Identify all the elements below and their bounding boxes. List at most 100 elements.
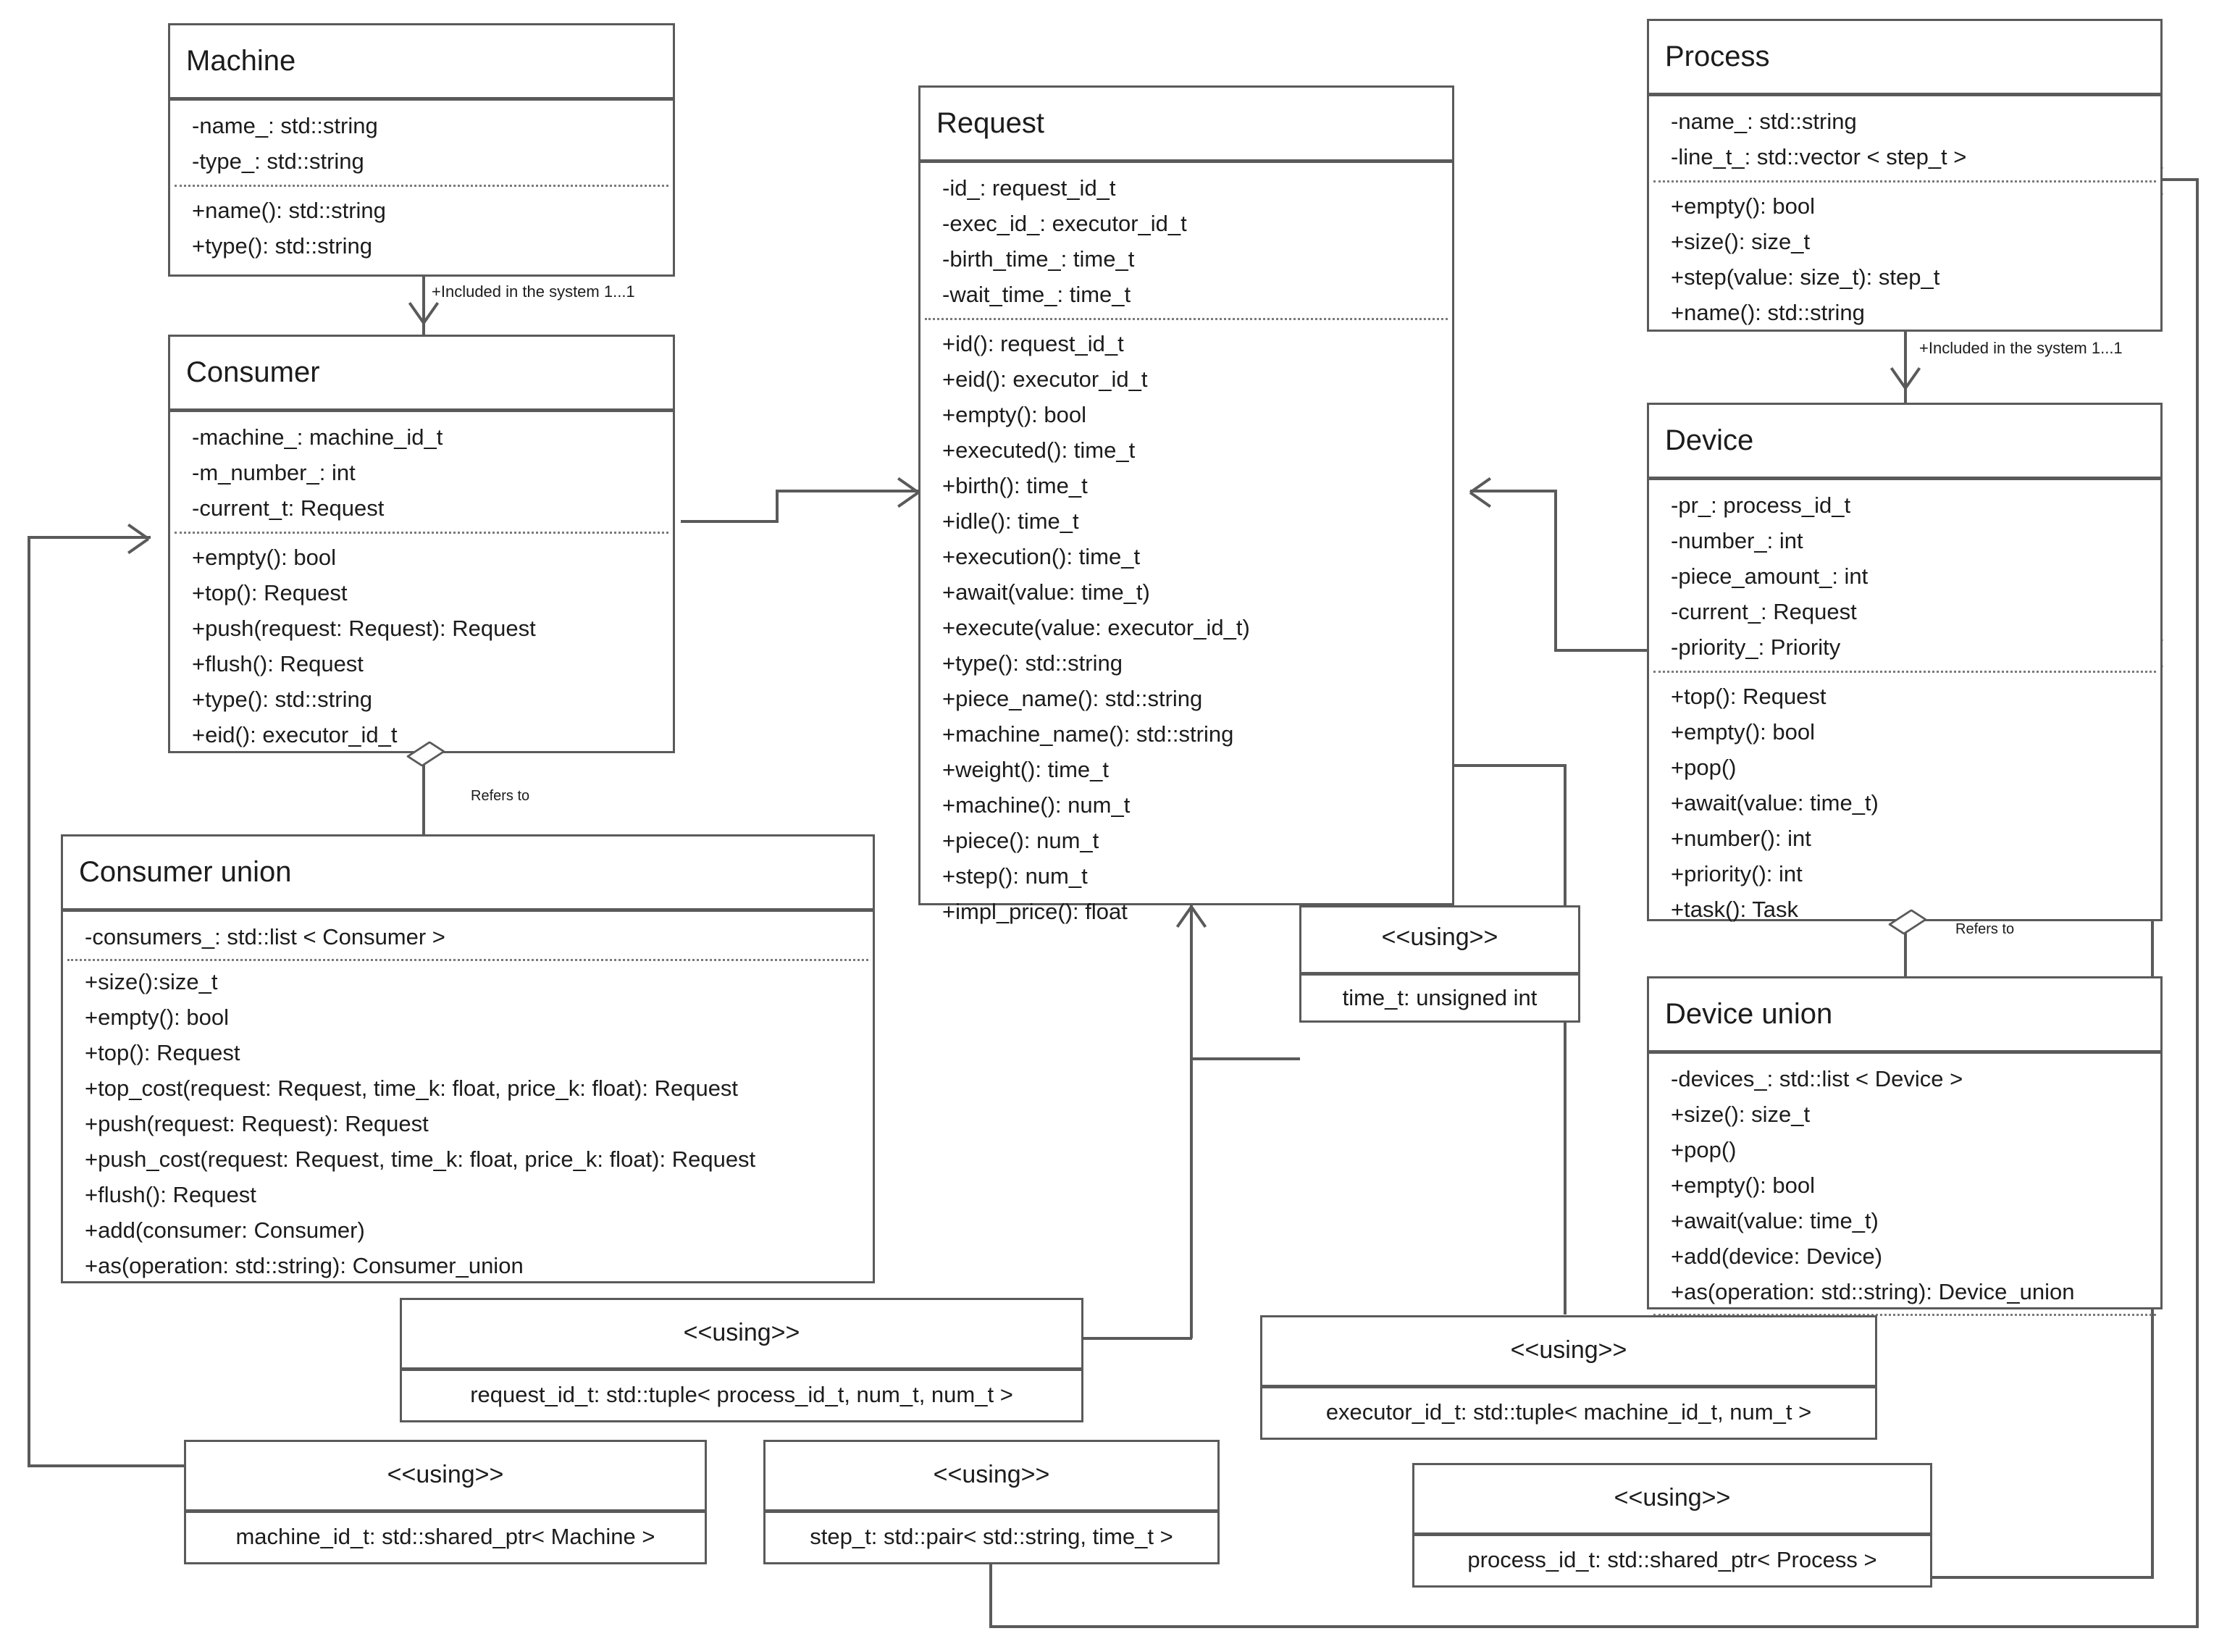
using-declaration: time_t: unsigned int <box>1342 985 1538 1010</box>
class-body-machine: -name_: std::string -type_: std::string … <box>170 101 673 274</box>
connector-process-device <box>1904 332 1907 403</box>
class-operation: +machine_name(): std::string <box>942 721 1234 747</box>
connector-stept-h-bottom <box>989 1625 2199 1628</box>
class-operation: +size():size_t <box>85 969 218 994</box>
class-box-process[interactable]: Process -name_: std::string -line_t_: st… <box>1647 19 2163 332</box>
connector-consumer-request-h1 <box>681 520 779 523</box>
class-operation: +top(): Request <box>85 1040 240 1065</box>
stereotype-label: <<using>> <box>186 1442 705 1513</box>
using-declaration: executor_id_t: std::tuple< machine_id_t,… <box>1325 1399 1812 1425</box>
class-operation: +top_cost(request: Request, time_k: floa… <box>85 1076 739 1101</box>
edge-label-process-device: +Included in the system 1...1 <box>1919 339 2123 357</box>
class-operation: +await(value: time_t) <box>1671 790 1879 815</box>
edge-label-consumer-refers: Refers to <box>471 788 530 804</box>
class-box-consumer-union[interactable]: Consumer union -consumers_: std::list < … <box>61 834 875 1283</box>
class-operation: +birth(): time_t <box>942 473 1088 498</box>
class-attribute: -machine_: machine_id_t <box>192 424 443 450</box>
class-operation: +type(): std::string <box>942 650 1123 676</box>
connector-device-deviceunion <box>1904 921 1907 978</box>
compartment-divider <box>1653 671 2156 673</box>
using-declaration: process_id_t: std::shared_ptr< Process > <box>1467 1547 1877 1572</box>
class-attribute: -number_: int <box>1671 528 1803 553</box>
compartment-divider <box>67 959 868 961</box>
using-declaration-body: process_id_t: std::shared_ptr< Process > <box>1414 1536 1930 1585</box>
using-declaration-body: time_t: unsigned int <box>1301 976 1578 1020</box>
class-box-consumer[interactable]: Consumer -machine_: machine_id_t -m_numb… <box>168 335 675 753</box>
class-attribute: -piece_amount_: int <box>1671 563 1869 589</box>
class-operation: +step(): num_t <box>942 863 1088 889</box>
class-operation: +size(): size_t <box>1671 1102 1811 1127</box>
class-operation: +executed(): time_t <box>942 437 1136 463</box>
using-declaration: request_id_t: std::tuple< process_id_t, … <box>470 1382 1013 1407</box>
using-declaration-body: executor_id_t: std::tuple< machine_id_t,… <box>1262 1388 1875 1438</box>
class-operation: +piece(): num_t <box>942 828 1099 853</box>
class-operation: +impl_price(): float <box>942 899 1128 924</box>
class-body-process: -name_: std::string -line_t_: std::vecto… <box>1649 96 2160 340</box>
connector-stept-v-right <box>2196 178 2199 1627</box>
class-operation: +as(operation: std::string): Consumer_un… <box>85 1253 524 1278</box>
class-operation: +size(): size_t <box>1671 229 1811 254</box>
class-body-request: -id_: request_id_t -exec_id_: executor_i… <box>920 163 1452 939</box>
using-declaration: step_t: std::pair< std::string, time_t > <box>810 1524 1173 1549</box>
class-operation: +add(consumer: Consumer) <box>85 1217 365 1243</box>
class-operation: +empty(): bool <box>1671 719 1816 745</box>
using-declaration-body: request_id_t: std::tuple< process_id_t, … <box>402 1371 1081 1420</box>
stereotype-label: <<using>> <box>402 1300 1081 1371</box>
class-box-device-union[interactable]: Device union -devices_: std::list < Devi… <box>1647 976 2163 1316</box>
using-box-request-id-t[interactable]: <<using>> request_id_t: std::tuple< proc… <box>400 1298 1083 1422</box>
class-box-machine[interactable]: Machine -name_: std::string -type_: std:… <box>168 23 675 277</box>
class-operation: +flush(): Request <box>192 651 364 676</box>
class-operation: +eid(): executor_id_t <box>942 366 1148 392</box>
connector-machineidt-v <box>28 536 30 1466</box>
class-body-consumer: -machine_: machine_id_t -m_number_: int … <box>170 412 673 763</box>
connector-consumer-consumerunion <box>422 753 425 840</box>
class-operation: +eid(): executor_id_t <box>192 722 398 747</box>
class-title-device: Device <box>1649 405 2160 480</box>
connector-machineidt-h-bottom <box>28 1464 184 1467</box>
connector-device-request-v <box>1554 490 1557 652</box>
class-operation: +await(value: time_t) <box>1671 1208 1879 1233</box>
connector-device-request-h2 <box>1470 490 1557 492</box>
compartment-divider <box>175 532 668 534</box>
class-operation: +flush(): Request <box>85 1182 256 1207</box>
compartment-divider <box>925 318 1448 320</box>
connector-device-request-h1 <box>1556 649 1656 652</box>
class-attribute: -name_: std::string <box>192 113 378 138</box>
edge-label-machine-consumer: +Included in the system 1...1 <box>432 282 635 301</box>
class-title-device-union: Device union <box>1649 978 2160 1054</box>
class-operation: +empty(): bool <box>85 1005 230 1030</box>
class-operation: +idle(): time_t <box>942 508 1079 534</box>
class-operation: +name(): std::string <box>1671 300 1865 325</box>
class-title-consumer: Consumer <box>170 337 673 412</box>
class-operation: +pop() <box>1671 1137 1737 1162</box>
class-attribute: -type_: std::string <box>192 148 364 174</box>
class-attribute: -m_number_: int <box>192 460 356 485</box>
class-operation: +empty(): bool <box>942 402 1087 427</box>
connector-machineidt-h-top <box>28 536 151 539</box>
class-operation: +pop() <box>1671 755 1737 780</box>
using-box-time-t[interactable]: <<using>> time_t: unsigned int <box>1299 905 1580 1023</box>
class-title-consumer-union: Consumer union <box>63 837 873 912</box>
class-operation: +add(device: Device) <box>1671 1244 1883 1269</box>
class-operation: +id(): request_id_t <box>942 331 1124 356</box>
class-attribute: -consumers_: std::list < Consumer > <box>85 924 445 949</box>
class-operation: +push(request: Request): Request <box>85 1111 429 1136</box>
class-operation: +machine(): num_t <box>942 792 1131 818</box>
class-box-request[interactable]: Request -id_: request_id_t -exec_id_: ex… <box>918 85 1454 923</box>
connector-requestidt-h <box>1083 1337 1192 1340</box>
class-attribute: -exec_id_: executor_id_t <box>942 211 1187 236</box>
using-box-executor-id-t[interactable]: <<using>> executor_id_t: std::tuple< mac… <box>1260 1315 1877 1440</box>
connector-executoridt-v <box>1564 764 1567 1315</box>
using-box-step-t[interactable]: <<using>> step_t: std::pair< std::string… <box>763 1440 1220 1564</box>
stereotype-label: <<using>> <box>766 1442 1217 1513</box>
using-box-process-id-t[interactable]: <<using>> process_id_t: std::shared_ptr<… <box>1412 1463 1932 1588</box>
using-box-machine-id-t[interactable]: <<using>> machine_id_t: std::shared_ptr<… <box>184 1440 707 1564</box>
class-operation: +step(value: size_t): step_t <box>1671 264 1940 290</box>
connector-timet-request <box>1190 1057 1300 1060</box>
connector-consumer-request-v <box>776 490 779 523</box>
class-attribute: -name_: std::string <box>1671 109 1857 134</box>
using-declaration-body: machine_id_t: std::shared_ptr< Machine > <box>186 1513 705 1562</box>
class-box-device[interactable]: Device -pr_: process_id_t -number_: int … <box>1647 403 2163 921</box>
class-attribute: -priority_: Priority <box>1671 634 1841 660</box>
